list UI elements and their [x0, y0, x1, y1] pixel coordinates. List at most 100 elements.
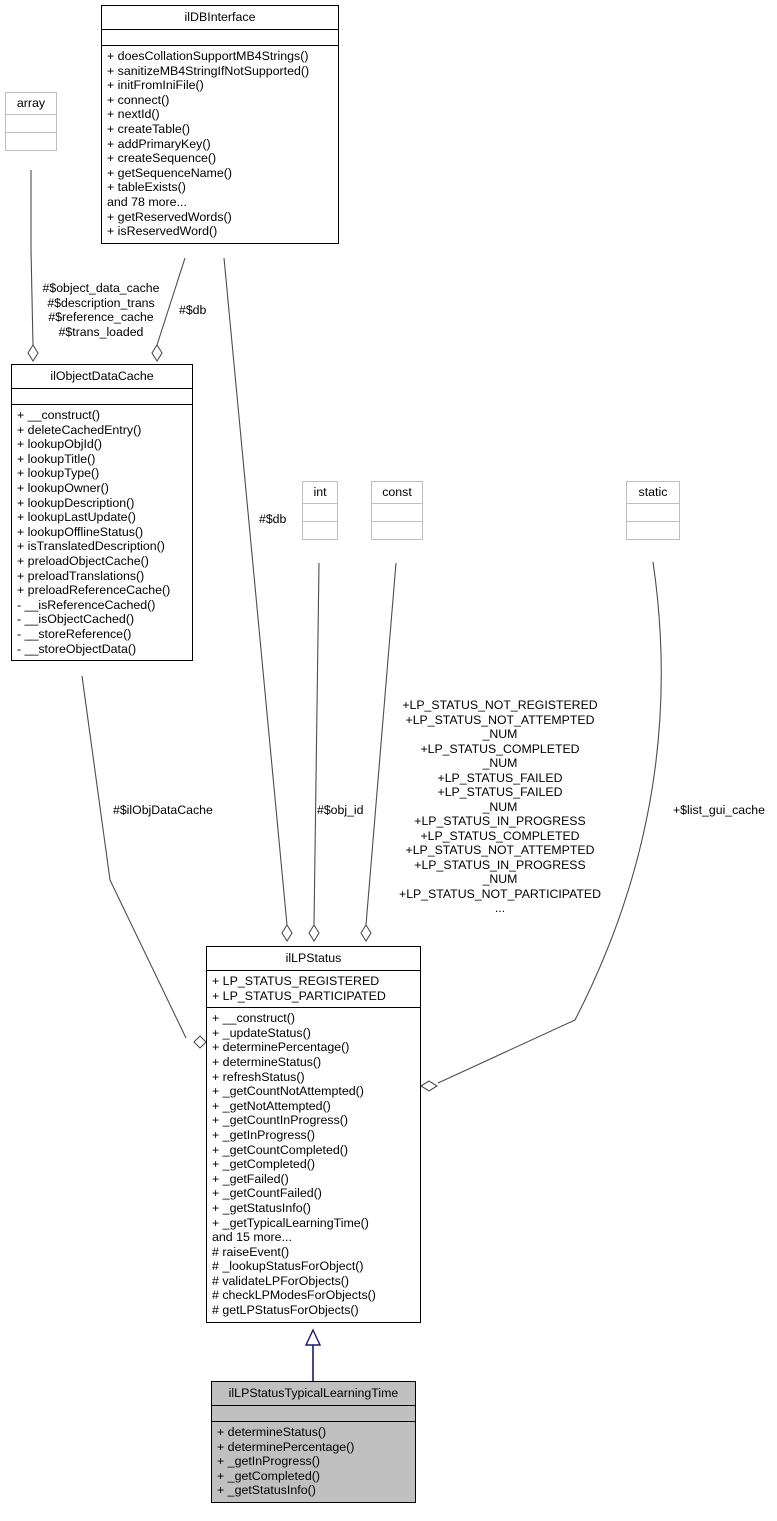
- class-title-const: const: [382, 485, 412, 499]
- edge-const-to-lpstatus: [365, 562, 397, 926]
- edge-label-db-to-objectdatacache: #$db: [179, 303, 207, 317]
- class-node-ildbinterface[interactable]: ilDBInterface + doesCollationSupportMB4S…: [101, 5, 339, 244]
- class-title-illpstatus: ilLPStatus: [285, 951, 342, 965]
- operation-row: + lookupObjId(): [17, 437, 103, 452]
- operation-row: + nextId(): [107, 107, 160, 122]
- operation-row: + lookupOwner(): [17, 480, 109, 495]
- compartment-divider: [212, 1421, 415, 1422]
- operations-compartment-int: [303, 522, 337, 539]
- edge-static-to-lpstatus: [437, 561, 662, 1084]
- class-node-const[interactable]: const: [371, 481, 423, 540]
- compartment-divider: [207, 970, 420, 971]
- class-title-array: array: [16, 96, 46, 110]
- operation-row: + _getFailed(): [212, 1171, 289, 1186]
- operations-compartment-ilobjectdatacache: + __construct() + deleteCachedEntry() + …: [12, 405, 192, 660]
- operation-row: + determinePercentage(): [212, 1040, 350, 1055]
- class-node-static[interactable]: static: [626, 481, 680, 540]
- operation-row: + _getInProgress(): [217, 1454, 320, 1469]
- compartment-divider: [303, 521, 337, 522]
- aggregation-diamond-cache-lpstatus: [193, 1035, 207, 1049]
- operation-row: + isTranslatedDescription(): [17, 539, 165, 554]
- operation-row: # validateLPForObjects(): [212, 1273, 350, 1288]
- aggregation-diamond-db-cache: [151, 343, 163, 363]
- operation-row: + createSequence(): [107, 151, 217, 166]
- aggregation-diamond-array: [27, 343, 39, 363]
- compartment-divider: [303, 503, 337, 504]
- operations-compartment-static: [627, 522, 679, 539]
- operation-row-more: and 78 more...: [107, 194, 187, 209]
- operation-row: + tableExists(): [107, 180, 186, 195]
- edge-db-to-objectdatacache: [156, 257, 186, 346]
- operation-row: + _getTypicalLearningTime(): [212, 1215, 369, 1230]
- operation-row: - __isObjectCached(): [17, 612, 135, 627]
- attributes-compartment-ilobjectdatacache: [12, 389, 192, 404]
- operation-row: + getReservedWords(): [107, 209, 232, 224]
- compartment-divider: [6, 132, 56, 133]
- compartment-divider: [627, 503, 679, 504]
- operation-row: + preloadTranslations(): [17, 568, 145, 583]
- operation-row: + _getCountFailed(): [212, 1186, 322, 1201]
- class-node-illpstatustypicallearningtime[interactable]: ilLPStatusTypicalLearningTime + determin…: [211, 1381, 416, 1503]
- operation-row: # getLPStatusForObjects(): [212, 1303, 359, 1318]
- operation-row: + sanitizeMB4StringIfNotSupported(): [107, 63, 310, 78]
- operation-row: + _getStatusInfo(): [217, 1483, 316, 1498]
- operation-row: + _getCompleted(): [212, 1157, 315, 1172]
- operation-row: + _getCompleted(): [217, 1468, 320, 1483]
- attributes-compartment-array: [6, 115, 56, 132]
- attributes-compartment-static: [627, 504, 679, 521]
- operation-row: + __construct(): [17, 408, 100, 422]
- attribute-row: + LP_STATUS_REGISTERED: [212, 974, 380, 988]
- class-title-ilobjectdatacache: ilObjectDataCache: [50, 369, 154, 383]
- attributes-compartment-illpstatus: + LP_STATUS_REGISTERED + LP_STATUS_PARTI…: [207, 971, 420, 1007]
- operation-row: + refreshStatus(): [212, 1069, 305, 1084]
- attributes-compartment-int: [303, 504, 337, 521]
- operation-row: + initFromIniFile(): [107, 78, 204, 93]
- operation-row: + getSequenceName(): [107, 165, 233, 180]
- operation-row: + _getNotAttempted(): [212, 1098, 331, 1113]
- edge-label-const-to-lpstatus: +LP_STATUS_NOT_REGISTERED +LP_STATUS_NOT…: [399, 698, 601, 915]
- edge-label-objectdatacache-to-lpstatus: #$ilObjDataCache: [113, 803, 213, 817]
- class-title-ildbinterface: ilDBInterface: [184, 10, 256, 24]
- operation-row: + preloadReferenceCache(): [17, 583, 171, 598]
- operation-row: + _getCountCompleted(): [212, 1142, 349, 1157]
- operation-row: + preloadObjectCache(): [17, 553, 149, 568]
- operation-row: # raiseEvent(): [212, 1244, 290, 1259]
- class-title-static: static: [638, 485, 668, 499]
- operation-row: - __storeReference(): [17, 626, 132, 641]
- class-node-int[interactable]: int: [302, 481, 338, 540]
- operation-row: - __isReferenceCached(): [17, 597, 156, 612]
- operation-row: + determinePercentage(): [217, 1439, 355, 1454]
- compartment-divider: [6, 114, 56, 115]
- edge-inheritance-lpstatus: [304, 1328, 322, 1382]
- compartment-divider: [372, 521, 422, 522]
- operations-compartment-illpstatustypicallearningtime: + determineStatus() + determinePercentag…: [212, 1422, 415, 1502]
- operation-row: + __construct(): [212, 1011, 295, 1026]
- aggregation-diamond-int-lpstatus: [308, 923, 320, 943]
- class-node-array[interactable]: array: [5, 92, 57, 151]
- edge-objectdatacache-to-lpstatus: [81, 675, 187, 1039]
- operation-row: + _getCountInProgress(): [212, 1113, 349, 1128]
- operation-row: + lookupTitle(): [17, 451, 96, 466]
- operation-row: + doesCollationSupportMB4Strings(): [107, 49, 309, 63]
- attributes-compartment-const: [372, 504, 422, 521]
- aggregation-diamond-const-lpstatus: [360, 923, 372, 943]
- edge-label-db-to-lpstatus: #$db: [259, 512, 287, 526]
- operation-row-more: and 15 more...: [212, 1230, 292, 1245]
- attributes-compartment-illpstatustypicallearningtime: [212, 1406, 415, 1421]
- operation-row: + _getCountNotAttempted(): [212, 1084, 364, 1099]
- class-title-illpstatustypicallearningtime: ilLPStatusTypicalLearningTime: [228, 1386, 399, 1400]
- compartment-divider: [102, 45, 338, 46]
- class-node-ilobjectdatacache[interactable]: ilObjectDataCache + __construct() + dele…: [11, 364, 193, 662]
- aggregation-diamond-db-lpstatus: [281, 923, 293, 943]
- operation-row: - __storeObjectData(): [17, 641, 137, 656]
- edge-db-to-lpstatus: [223, 257, 288, 926]
- compartment-divider: [207, 1007, 420, 1009]
- operation-row: + lookupOfflineStatus(): [17, 524, 144, 539]
- edge-label-static-to-lpstatus: +$list_gui_cache: [673, 803, 765, 817]
- class-node-illpstatus[interactable]: ilLPStatus + LP_STATUS_REGISTERED + LP_S…: [206, 946, 421, 1323]
- compartment-divider: [12, 388, 192, 389]
- operation-row: + determineStatus(): [212, 1054, 322, 1069]
- operation-row: + createTable(): [107, 121, 190, 136]
